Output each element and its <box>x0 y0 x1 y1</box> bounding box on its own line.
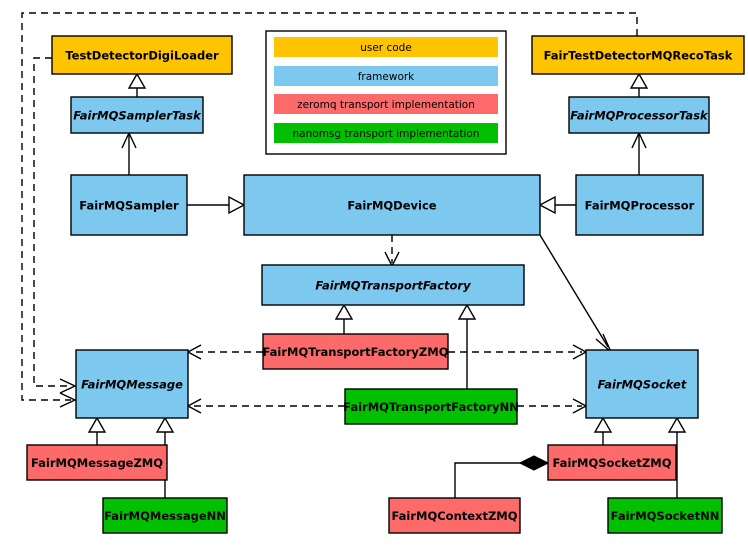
node-box-fair-mqcontext-zmq[interactable] <box>388 497 521 534</box>
node-fair-test-detector-mqreco-task[interactable]: FairTestDetectorMQRecoTask <box>531 35 745 75</box>
edge-recotask-to-message <box>21 12 638 408</box>
edge-processortask-to-recotask <box>629 72 649 97</box>
edge-device-to-socket <box>539 234 612 353</box>
legend-item-nanomsg: nanomsg transport implementation <box>274 123 498 143</box>
node-label-fair-test-detector-mqreco-task: FairTestDetectorMQRecoTask <box>544 49 733 63</box>
node-fair-mqsampler-task[interactable]: FairMQSamplerTask <box>70 96 204 134</box>
node-fair-mqmessage[interactable]: FairMQMessage <box>75 349 189 419</box>
legend-swatch-zeromq <box>274 94 498 114</box>
node-label-fair-mqsampler: FairMQSampler <box>79 199 179 213</box>
node-fair-mqsocket-zmq[interactable]: FairMQSocketZMQ <box>547 444 677 481</box>
node-label-fair-mqtransport-factory-nn: FairMQTransportFactoryNN <box>343 400 519 414</box>
edge-tfzmq-to-message <box>186 344 263 360</box>
node-fair-mqtransport-factory-nn[interactable]: FairMQTransportFactoryNN <box>343 388 519 425</box>
node-label-fair-mqmessage-nn: FairMQMessageNN <box>104 509 226 523</box>
edge-processor-to-device <box>538 195 576 215</box>
legend-item-framework: framework <box>274 66 498 86</box>
edge-sampler-to-device <box>187 195 246 215</box>
node-fair-mqprocessor-task[interactable]: FairMQProcessorTask <box>568 96 710 134</box>
node-fair-mqsocket-nn[interactable]: FairMQSocketNN <box>607 497 723 534</box>
node-fair-mqprocessor[interactable]: FairMQProcessor <box>575 174 704 236</box>
legend-label-nanomsg: nanomsg transport implementation <box>293 128 480 140</box>
edge-layer <box>21 12 687 498</box>
node-box-fair-mqsampler-task[interactable] <box>70 96 204 134</box>
legend-label-user-code: user code <box>360 42 412 54</box>
legend-item-user-code: user code <box>274 37 498 57</box>
node-layer: TestDetectorDigiLoader FairTestDetectorMQ… <box>26 35 745 534</box>
legend-swatch-nanomsg <box>274 123 498 143</box>
node-box-fair-mqprocessor[interactable] <box>575 174 704 236</box>
node-fair-mqtransport-factory-zmq[interactable]: FairMQTransportFactoryZMQ <box>262 333 449 370</box>
node-box-fair-mqmessage-nn[interactable] <box>102 497 228 534</box>
node-box-fair-mqmessage[interactable] <box>75 349 189 419</box>
node-box-fair-mqsampler[interactable] <box>70 174 188 236</box>
node-box-fair-mqsocket[interactable] <box>585 349 699 419</box>
node-box-fair-mqdevice[interactable] <box>243 174 541 236</box>
node-label-fair-mqprocessor-task: FairMQProcessorTask <box>570 109 709 123</box>
node-box-fair-mqtransport-factory-zmq[interactable] <box>262 333 449 370</box>
node-box-fair-mqtransport-factory[interactable] <box>261 264 525 306</box>
edge-samplertask-to-digiloader <box>127 72 147 97</box>
node-label-fair-mqsocket-zmq: FairMQSocketZMQ <box>553 456 672 470</box>
edge-digiloader-to-message <box>33 57 77 394</box>
node-label-fair-mqcontext-zmq: FairMQContextZMQ <box>391 509 517 523</box>
node-label-fair-mqmessage: FairMQMessage <box>81 378 183 392</box>
node-label-fair-mqsocket: FairMQSocket <box>598 378 687 392</box>
node-fair-mqmessage-nn[interactable]: FairMQMessageNN <box>102 497 228 534</box>
edge-tfnn-to-message <box>186 398 345 414</box>
node-fair-mqmessage-zmq[interactable]: FairMQMessageZMQ <box>26 444 168 481</box>
edge-messagezmq-to-message <box>87 416 107 445</box>
node-box-test-detector-digi-loader[interactable] <box>51 35 233 75</box>
node-box-fair-mqsocket-nn[interactable] <box>607 497 723 534</box>
node-box-fair-test-detector-mqreco-task[interactable] <box>531 35 745 75</box>
edge-processor-to-processortask <box>631 131 647 175</box>
node-label-test-detector-digi-loader: TestDetectorDigiLoader <box>65 49 219 63</box>
edge-tfzmq-to-socket <box>448 344 588 360</box>
node-fair-mqsampler[interactable]: FairMQSampler <box>70 174 188 236</box>
edge-socketnn-to-socket <box>667 416 687 498</box>
edge-device-to-transportfactory <box>384 235 400 268</box>
node-fair-mqdevice[interactable]: FairMQDevice <box>243 174 541 236</box>
edge-tfnn-to-socket <box>517 398 588 414</box>
edge-sampler-to-samplertask <box>121 131 137 175</box>
node-label-fair-mqsampler-task: FairMQSamplerTask <box>73 109 202 123</box>
edge-socketzmq-composition-contextzmq <box>454 455 550 498</box>
edge-tfnn-to-transportfactory <box>457 303 477 389</box>
node-label-fair-mqtransport-factory-zmq: FairMQTransportFactoryZMQ <box>262 345 448 359</box>
legend-swatch-user-code <box>274 37 498 57</box>
node-box-fair-mqtransport-factory-nn[interactable] <box>344 388 518 425</box>
node-test-detector-digi-loader[interactable]: TestDetectorDigiLoader <box>51 35 233 75</box>
node-box-fair-mqprocessor-task[interactable] <box>568 96 710 134</box>
node-fair-mqcontext-zmq[interactable]: FairMQContextZMQ <box>388 497 521 534</box>
node-label-fair-mqmessage-zmq: FairMQMessageZMQ <box>31 456 163 470</box>
node-box-fair-mqsocket-zmq[interactable] <box>547 444 677 481</box>
node-box-fair-mqmessage-zmq[interactable] <box>26 444 168 481</box>
legend-swatch-framework <box>274 66 498 86</box>
edge-socketzmq-to-socket <box>593 416 613 445</box>
legend-label-zeromq: zeromq transport implementation <box>297 99 475 111</box>
legend-label-framework: framework <box>358 71 415 83</box>
edge-tfzmq-to-transportfactory <box>334 303 354 334</box>
node-label-fair-mqprocessor: FairMQProcessor <box>585 199 695 213</box>
legend-item-zeromq: zeromq transport implementation <box>274 94 498 114</box>
node-label-fair-mqdevice: FairMQDevice <box>347 199 436 213</box>
legend: user code framework zeromq transport imp… <box>265 30 507 155</box>
node-fair-mqsocket[interactable]: FairMQSocket <box>585 349 699 419</box>
node-label-fair-mqsocket-nn: FairMQSocketNN <box>611 509 720 523</box>
node-fair-mqtransport-factory[interactable]: FairMQTransportFactory <box>261 264 525 306</box>
node-label-fair-mqtransport-factory: FairMQTransportFactory <box>315 279 471 293</box>
